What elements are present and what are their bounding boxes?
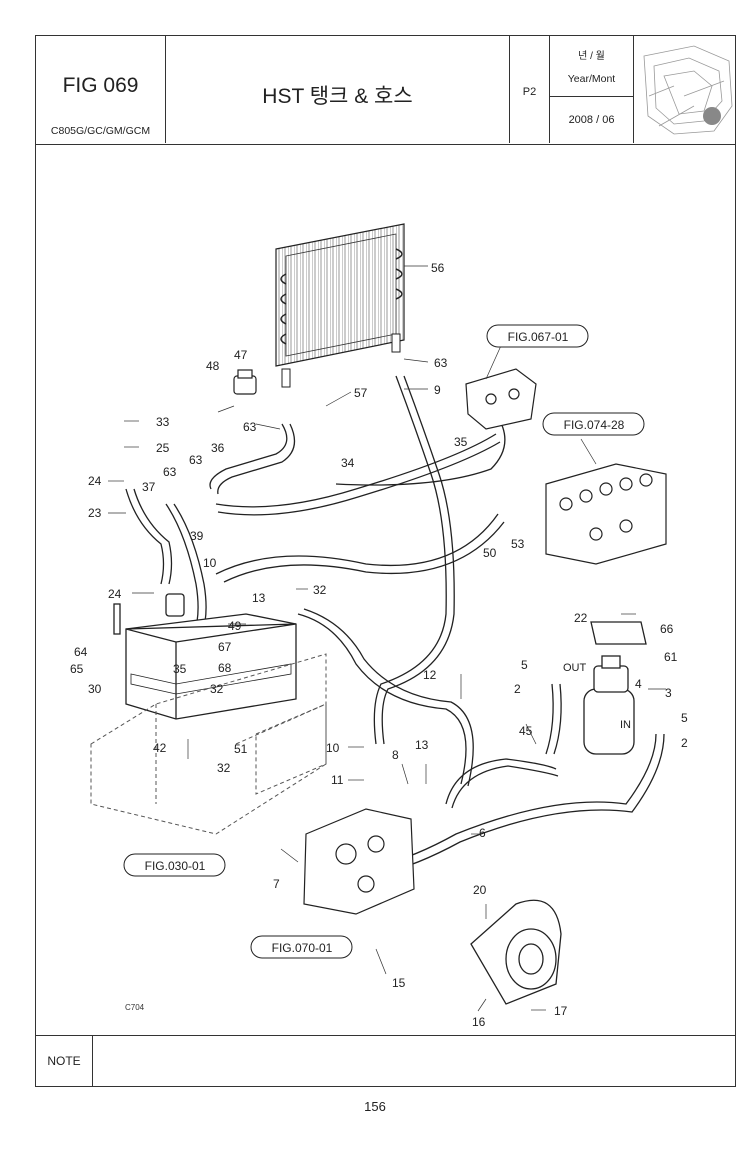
callout: 20 bbox=[473, 883, 487, 897]
oil-cooler bbox=[275, 223, 405, 388]
page-title: HST 탱크 & 호스 bbox=[262, 85, 413, 108]
callout: 32 bbox=[313, 583, 327, 597]
frame bbox=[90, 653, 327, 835]
fig-ref-067: FIG.067-01 bbox=[508, 330, 569, 344]
header: FIG 069 C805G/GC/GM/GCM HST 탱크 & 호스 P2 년… bbox=[36, 36, 735, 145]
callout: 30 bbox=[88, 682, 102, 696]
callout: 24 bbox=[88, 474, 102, 488]
callout: 4 bbox=[635, 677, 642, 691]
page-code-cell: P2 bbox=[510, 36, 550, 143]
callout: 13 bbox=[252, 591, 266, 605]
callout: 61 bbox=[664, 650, 678, 664]
date-cell: 년 / 월 Year/Mont 2008 / 06 bbox=[550, 36, 634, 143]
title-cell: HST 탱크 & 호스 bbox=[166, 36, 510, 143]
callout: 67 bbox=[218, 640, 232, 654]
callout: 65 bbox=[70, 662, 84, 676]
callout: 51 bbox=[234, 742, 248, 756]
callout: 42 bbox=[153, 741, 167, 755]
callout: 45 bbox=[519, 724, 533, 738]
parts-sheet: FIG 069 C805G/GC/GM/GCM HST 탱크 & 호스 P2 년… bbox=[35, 35, 736, 1087]
callout: 64 bbox=[74, 645, 88, 659]
callout: 32 bbox=[210, 682, 224, 696]
callout: 10 bbox=[326, 741, 340, 755]
hst-pump bbox=[303, 808, 415, 915]
callout: 11 bbox=[331, 773, 344, 787]
callout: 15 bbox=[392, 976, 406, 990]
leader-lines bbox=[108, 265, 666, 1012]
model-codes: C805G/GC/GM/GCM bbox=[50, 125, 151, 137]
callout: 36 bbox=[211, 441, 225, 455]
callout: 23 bbox=[88, 506, 102, 520]
note-label: NOTE bbox=[36, 1036, 93, 1087]
page-code: P2 bbox=[522, 86, 537, 98]
callout: 56 bbox=[431, 261, 445, 275]
callouts: 56 63 9 57 47 48 63 35 33 25 24 23 63 36… bbox=[70, 261, 688, 1029]
callout: 2 bbox=[514, 682, 521, 696]
callout: 33 bbox=[156, 415, 170, 429]
callout: 22 bbox=[574, 611, 588, 625]
callout: 25 bbox=[156, 441, 170, 455]
callout: 17 bbox=[554, 1004, 568, 1018]
callout: 6 bbox=[479, 826, 486, 840]
parts-diagram: FIG.067-01 FIG.074-28 FIG.030-01 FIG.070… bbox=[36, 144, 735, 1034]
exploded-view: FIG.067-01 FIG.074-28 FIG.030-01 FIG.070… bbox=[70, 223, 688, 1029]
callout: 7 bbox=[273, 877, 280, 891]
callout: 63 bbox=[163, 465, 177, 479]
drawing-code: C704 bbox=[125, 1003, 145, 1012]
callout: 63 bbox=[243, 420, 257, 434]
fig-ref-070: FIG.070-01 bbox=[272, 941, 333, 955]
callout: 9 bbox=[434, 383, 441, 397]
date-divider bbox=[550, 96, 633, 97]
callout: 5 bbox=[681, 711, 688, 725]
callout: 16 bbox=[472, 1015, 486, 1029]
callout: 63 bbox=[189, 453, 203, 467]
fig-ref-boxes bbox=[123, 324, 645, 959]
callout: 24 bbox=[108, 587, 122, 601]
callout: 12 bbox=[423, 668, 437, 682]
hst-tank bbox=[113, 593, 297, 720]
callout: 49 bbox=[228, 619, 242, 633]
callout: 48 bbox=[206, 359, 220, 373]
port-out: OUT bbox=[563, 662, 587, 674]
callout: 50 bbox=[483, 546, 497, 560]
callout: 8 bbox=[392, 748, 399, 762]
thumbnail-cell bbox=[634, 36, 737, 143]
callout: 47 bbox=[234, 348, 248, 362]
port-in: IN bbox=[620, 719, 631, 731]
callout: 35 bbox=[173, 662, 187, 676]
line-filter bbox=[583, 621, 647, 755]
reservoir-cap bbox=[233, 369, 257, 395]
callout: 3 bbox=[665, 686, 672, 700]
control-valve bbox=[545, 463, 667, 565]
fig-ref-030: FIG.030-01 bbox=[145, 859, 206, 873]
callout: 37 bbox=[142, 480, 156, 494]
callout: 34 bbox=[341, 456, 355, 470]
callout: 35 bbox=[454, 435, 468, 449]
fig-ref-074: FIG.074-28 bbox=[564, 418, 625, 432]
callout: 53 bbox=[511, 537, 525, 551]
page-number: 156 bbox=[364, 1099, 386, 1114]
relief-valve bbox=[465, 368, 537, 430]
callout: 57 bbox=[354, 386, 368, 400]
callout: 2 bbox=[681, 736, 688, 750]
fan-shroud bbox=[470, 899, 562, 1005]
callout: 66 bbox=[660, 622, 674, 636]
callout: 13 bbox=[415, 738, 429, 752]
callout: 63 bbox=[434, 356, 448, 370]
year-month-value: 2008 / 06 bbox=[568, 114, 615, 126]
callout: 68 bbox=[218, 661, 232, 675]
callout: 10 bbox=[203, 556, 217, 570]
fig-cell: FIG 069 C805G/GC/GM/GCM bbox=[36, 36, 166, 143]
year-month-korean: 년 / 월 bbox=[578, 51, 605, 62]
year-month-label: Year/Mont bbox=[567, 73, 616, 85]
callout: 39 bbox=[190, 529, 204, 543]
callout: 32 bbox=[217, 761, 231, 775]
note-row: NOTE bbox=[36, 1035, 735, 1087]
fig-number: FIG 069 bbox=[62, 74, 139, 97]
callout: 5 bbox=[521, 658, 528, 672]
machine-thumbnail bbox=[643, 45, 733, 135]
